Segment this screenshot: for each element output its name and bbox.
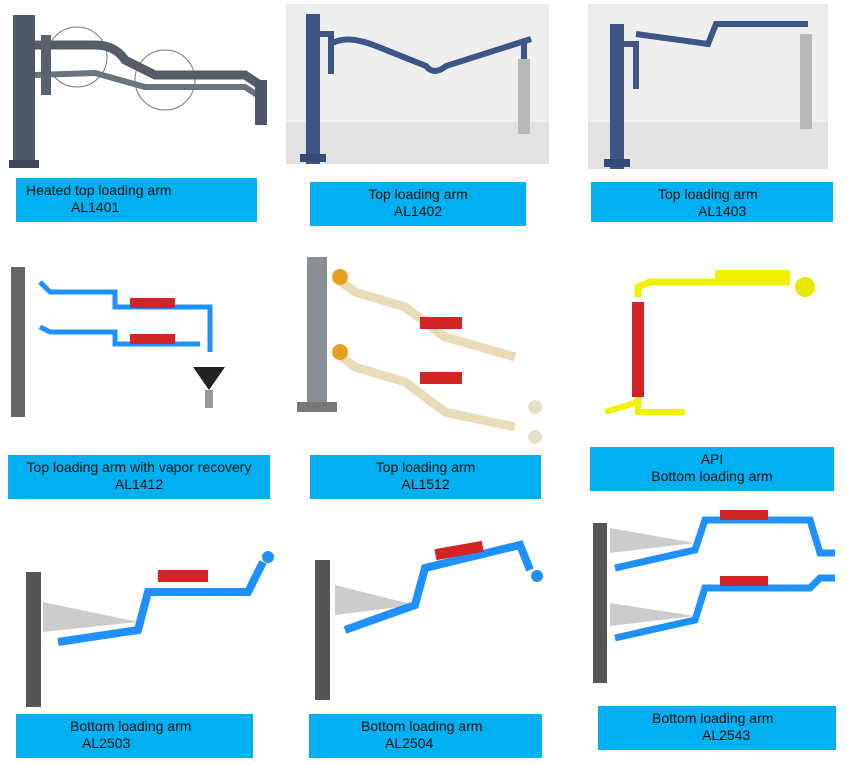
product-code: AL1403 xyxy=(698,203,747,219)
product-name: Heated top loading arm xyxy=(26,182,172,198)
product-code: AL1412 xyxy=(114,476,164,492)
product-code: AL1512 xyxy=(401,476,450,492)
bottom-loading-arm-image xyxy=(305,530,550,700)
product-name: Top loading arm with vapor recovery xyxy=(26,459,252,475)
product-name: API xyxy=(700,451,724,467)
product-caption: Top loading arm AL1402 xyxy=(310,182,526,226)
product-caption: Top loading arm with vapor recovery AL14… xyxy=(8,455,270,499)
heated-top-loading-arm-image xyxy=(5,5,275,170)
bottom-loading-arm-image xyxy=(18,542,278,707)
product-code: AL2503 xyxy=(82,735,131,751)
product-code: AL2504 xyxy=(385,735,434,751)
product-name: Bottom loading arm xyxy=(70,718,192,734)
product-caption: Top loading arm AL1512 xyxy=(310,455,541,499)
product-caption: Top loading arm AL1403 xyxy=(591,182,833,222)
product-name: Top loading arm xyxy=(658,186,758,202)
product-caption: Bottom loading arm AL2503 xyxy=(16,714,253,758)
product-code: Bottom loading arm xyxy=(651,468,773,484)
vapor-recovery-arm-image xyxy=(5,262,245,422)
product-name: Top loading arm xyxy=(368,186,468,202)
product-name: Bottom loading arm xyxy=(652,710,774,726)
double-bottom-loading-arm-image xyxy=(585,508,847,688)
product-code: AL1402 xyxy=(393,203,443,219)
product-caption: Bottom loading arm AL2504 xyxy=(309,714,542,758)
api-bottom-loading-arm-image xyxy=(590,262,825,427)
product-code: AL1401 xyxy=(71,199,120,215)
product-code: AL2543 xyxy=(702,727,751,743)
product-caption: Bottom loading arm AL2543 xyxy=(598,706,836,750)
top-loading-arm-image xyxy=(286,4,549,164)
product-caption: Heated top loading arm AL1401 xyxy=(16,178,257,222)
product-name: Top loading arm xyxy=(375,459,476,475)
product-name: Bottom loading arm xyxy=(361,718,483,734)
top-loading-arm-image xyxy=(588,4,828,169)
product-caption: API Bottom loading arm xyxy=(590,447,834,491)
double-top-loading-arm-image xyxy=(295,257,550,452)
